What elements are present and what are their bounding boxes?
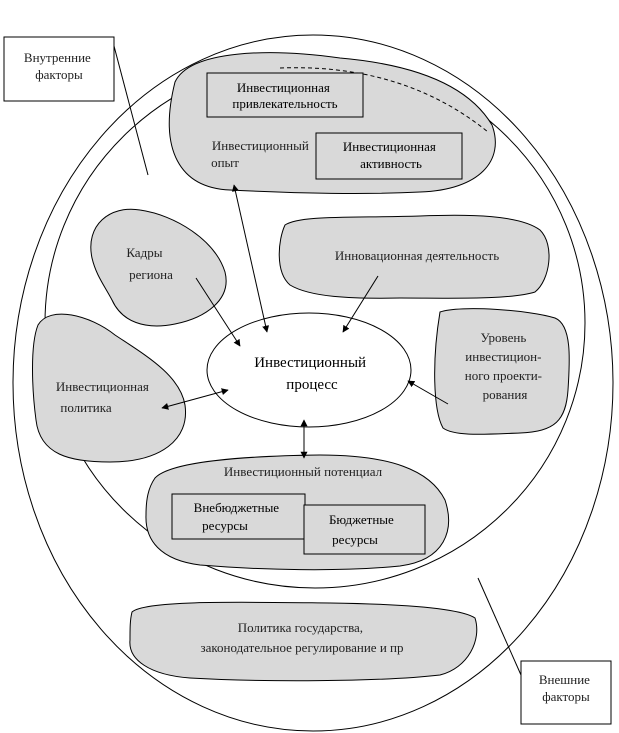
arrow-design-center [407,380,449,405]
label-external-factors: Внешние факторы [539,672,593,704]
arrow-personnel-center [195,277,241,347]
label-innovation: Инновационная деятельность [335,248,499,263]
box-budget [303,504,426,555]
label-activity: Инвестиционная активность [343,139,439,171]
label-personnel: Кадры региона [126,245,173,282]
label-policy: Инвестиционная политика [56,379,152,415]
blob-personnel [90,208,227,327]
label-design-level: Уровень инвестицион- ного проекти- рован… [465,330,545,402]
blob-state-policy [129,601,478,682]
arrow-innovation-center [342,275,379,333]
box-attractiveness [206,72,364,118]
arrow-experience-center [231,184,270,333]
outer-ellipse [12,34,614,732]
blob-design-level [434,308,570,435]
label-potential: Инвестиционный потенциал [224,464,383,479]
box-external-factors [520,660,612,725]
pointer-internal [113,45,149,176]
box-offbudget [171,493,306,540]
label-internal-factors: Внутренние факторы [24,50,94,82]
label-budget: Бюджетные ресурсы [329,512,397,547]
label-offbudget: Внебюджетные ресурсы [194,500,283,533]
center-ellipse [206,312,412,428]
label-experience: Инвестиционный опыт [211,138,312,170]
label-state-policy: Политика государства, законодательное ре… [200,620,403,655]
pointer-external [477,577,522,676]
label-attractiveness: Инвестиционная привлекательность [232,80,337,111]
blob-innovation [278,214,550,299]
blob-policy [32,313,187,463]
box-internal-factors [3,36,115,102]
box-activity [315,132,463,180]
dashed-arc [279,67,489,133]
label-center: Инвестиционный процесс [254,355,370,393]
arrow-policy-center [161,388,229,410]
